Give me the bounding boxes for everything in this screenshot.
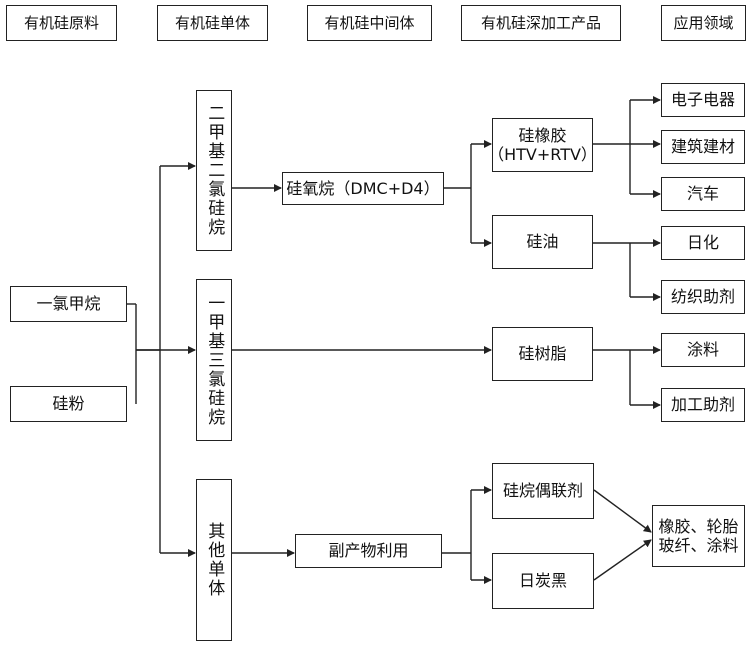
node-silicone-rubber: 硅橡胶 （HTV+RTV）: [488, 118, 597, 172]
node-silane-coupling-agent-label: 硅烷偶联剂: [502, 481, 583, 501]
node-white-carbon-black: 日炭黑: [492, 553, 594, 609]
node-silicon-powder: 硅粉: [10, 386, 127, 422]
node-white-carbon-black-label: 日炭黑: [518, 571, 567, 591]
node-methyl-chloride: 一氯甲烷: [10, 286, 127, 322]
header-applications-label: 应用领域: [673, 14, 734, 32]
node-app-electronics-label: 电子电器: [670, 90, 735, 110]
node-dimethyldichlorosilane: 二甲基二氯硅烷: [196, 90, 232, 251]
header-deep-processing-products: 有机硅深加工产品: [461, 5, 621, 41]
node-app-rubber-tire-label: 橡胶、轮胎 玻纤、涂料: [658, 516, 739, 555]
node-methyl-chloride-label: 一氯甲烷: [36, 294, 101, 314]
node-silicone-oil: 硅油: [492, 215, 593, 269]
header-monomers-label: 有机硅单体: [174, 14, 250, 32]
node-methyltrichlorosilane-label: 一甲基三氯硅烷: [204, 293, 225, 427]
node-other-monomers-label: 其他单体: [204, 522, 225, 598]
node-app-textile-label: 纺织助剂: [670, 287, 735, 307]
header-raw-materials: 有机硅原料: [6, 5, 117, 41]
node-silicone-resin: 硅树脂: [492, 327, 593, 381]
node-app-processing-aids: 加工助剂: [661, 388, 745, 422]
node-siloxane: 硅氧烷（DMC+D4）: [282, 172, 444, 205]
node-app-textile-auxiliaries: 纺织助剂: [661, 280, 745, 314]
node-byproduct-utilization-label: 副产物利用: [328, 541, 409, 561]
node-app-daily-chemicals: 日化: [661, 226, 745, 260]
node-byproduct-utilization: 副产物利用: [295, 534, 442, 568]
header-raw-materials-label: 有机硅原料: [23, 14, 99, 32]
header-products-label: 有机硅深加工产品: [480, 14, 601, 32]
header-monomers: 有机硅单体: [157, 5, 268, 41]
node-app-daily-chemicals-label: 日化: [686, 233, 719, 253]
node-other-monomers: 其他单体: [196, 479, 232, 641]
node-app-coatings: 涂料: [661, 333, 745, 367]
node-app-automotive: 汽车: [661, 177, 745, 211]
node-app-electronics: 电子电器: [661, 83, 745, 117]
node-app-rubber-tire-fiberglass-coatings: 橡胶、轮胎 玻纤、涂料: [652, 505, 745, 567]
node-silicone-resin-label: 硅树脂: [518, 344, 567, 364]
header-intermediates: 有机硅中间体: [307, 5, 432, 41]
node-app-construction-label: 建筑建材: [670, 137, 735, 157]
node-app-automotive-label: 汽车: [686, 184, 719, 204]
node-silicon-powder-label: 硅粉: [52, 394, 85, 414]
header-applications: 应用领域: [661, 5, 746, 41]
node-app-construction: 建筑建材: [661, 130, 745, 164]
node-app-coatings-label: 涂料: [686, 340, 719, 360]
node-silane-coupling-agent: 硅烷偶联剂: [492, 463, 594, 519]
node-silicone-oil-label: 硅油: [526, 232, 559, 252]
header-intermediates-label: 有机硅中间体: [324, 14, 415, 32]
node-dimethyldichlorosilane-label: 二甲基二氯硅烷: [204, 104, 225, 237]
node-silicone-rubber-label: 硅橡胶 （HTV+RTV）: [488, 125, 597, 164]
node-methyltrichlorosilane: 一甲基三氯硅烷: [196, 279, 232, 441]
node-siloxane-label: 硅氧烷（DMC+D4）: [286, 178, 440, 198]
node-app-processing-aids-label: 加工助剂: [670, 395, 735, 415]
